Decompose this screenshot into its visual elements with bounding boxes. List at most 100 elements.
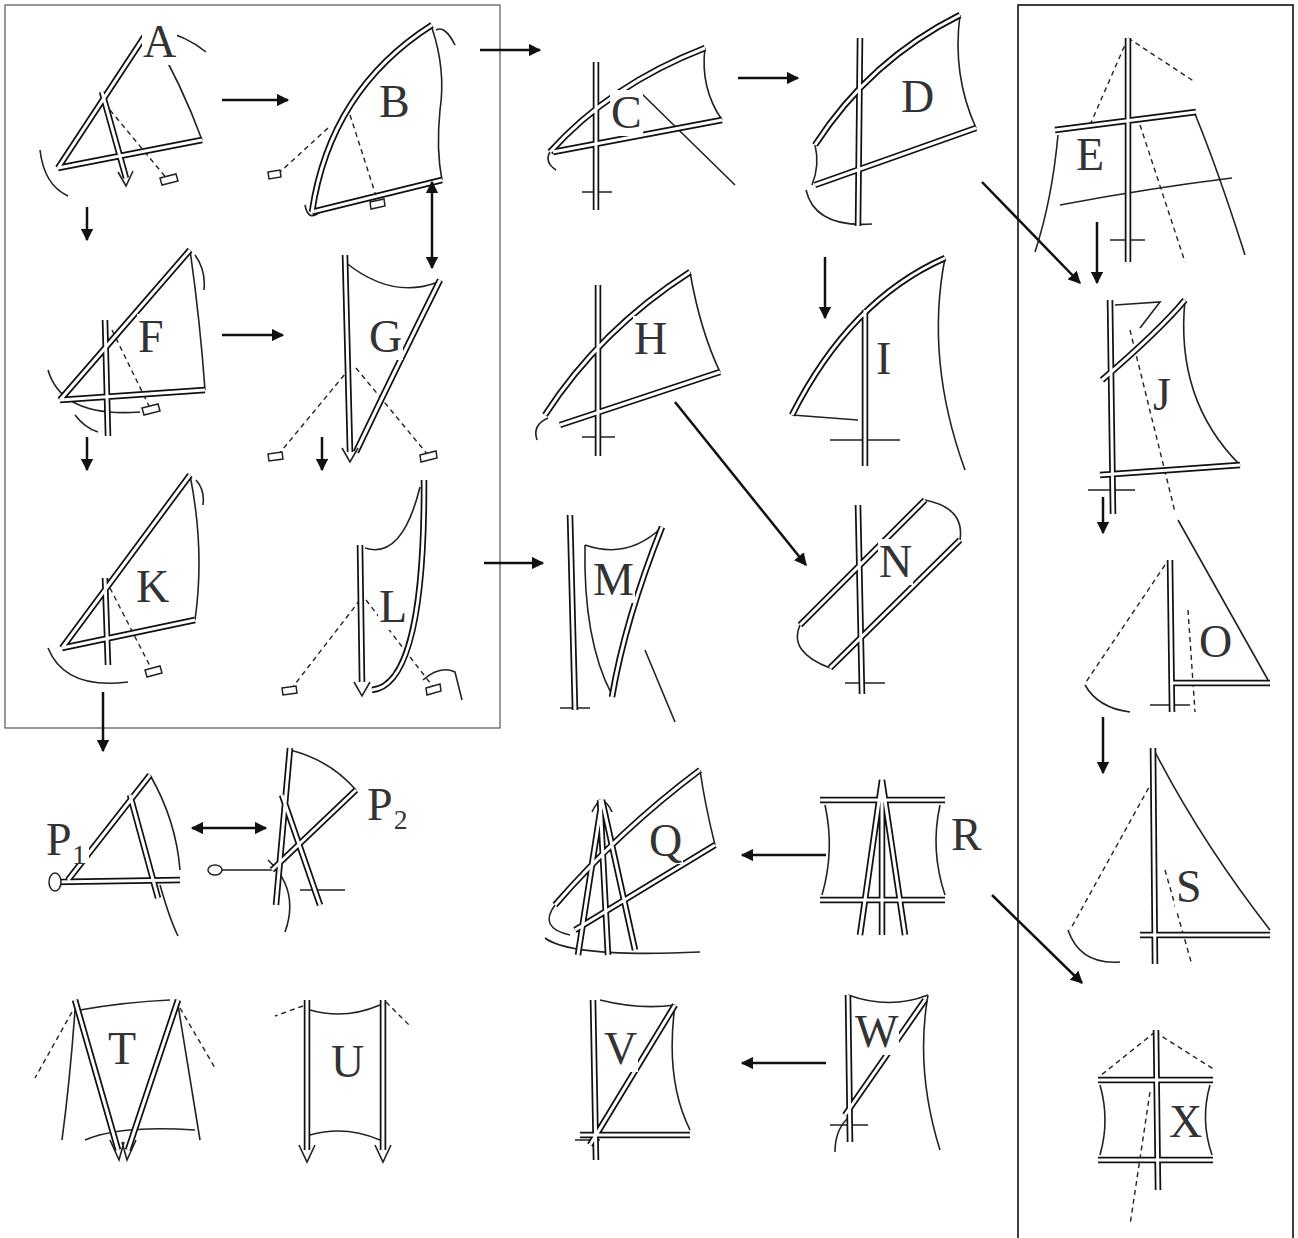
spar-tip [110,171,391,1162]
drawing-stroke [48,475,203,683]
figure-letter: R [950,812,983,858]
evolution-arrow [484,562,543,565]
sail-figure: P₂ [268,740,430,935]
figure-letter: G [368,314,403,360]
drawing-stroke [792,258,965,470]
evolution-arrow [742,854,826,857]
evolution-arrow [742,1062,826,1065]
sail-figure: I [780,320,990,470]
sail-figure: N [808,495,965,700]
figure-letter: C [610,90,643,136]
drawing-stroke [110,1140,136,1160]
drawing-stroke [1130,330,1175,512]
sail-figure: C [542,40,736,220]
figure-letter: H [633,316,668,362]
figure-letter: S [1175,864,1203,910]
figure-letter: P₂ [366,782,410,828]
sail-figure: T [30,990,230,1165]
drawing-stroke [365,487,462,700]
figure-letter: O [1198,619,1233,665]
figure-letter: I [875,336,892,382]
evolution-arrow [738,77,798,80]
sail-figure: P₁ [40,753,190,935]
figure-letter: U [330,1039,365,1085]
figure-letter: N [878,539,913,585]
sail-figure: M [545,520,680,720]
figure-letter: P₁ [45,817,89,863]
drawing-stroke [118,171,133,186]
evolution-arrow [222,99,288,102]
evolution-arrow [992,895,1082,983]
drawing-stroke [35,1008,215,1078]
sail-figure: O [1080,535,1275,715]
drawing-stroke [310,1005,380,1140]
figure-letter: L [378,584,408,630]
figure-letter: X [1168,1099,1203,1145]
figure-letter: E [1075,132,1105,178]
evolution-arrow [824,257,827,318]
sail-figure: K [40,472,220,690]
drawing-stroke [280,115,378,202]
evolution-arrow [1102,717,1105,773]
evolution-arrow [86,437,89,470]
evolution-arrow [675,402,806,565]
drawing-stroke [1090,38,1195,262]
evolution-arrow [321,437,324,470]
evolution-arrow [86,207,89,240]
drawing-stroke [275,1002,410,1026]
drawing-stroke [278,368,428,455]
spar-inner [55,15,1270,1190]
drawing-stroke [345,262,438,288]
evolution-arrow [431,182,434,268]
figure-letter: K [135,564,170,610]
sail-figure: A [40,15,220,205]
drawing-stroke [160,174,178,185]
drawing-stroke [55,15,1270,1190]
sail-figure: D [800,15,980,255]
figure-letter: F [137,314,165,360]
drawing-stroke [536,272,720,440]
evolution-arrow [982,182,1080,283]
drawing-stroke [142,404,160,415]
figure-letter: A [142,19,177,65]
sail-figure: G [285,270,470,435]
sail-figure: L [285,472,482,700]
sail-figure: V [570,985,740,1165]
drawing-stroke [354,682,370,696]
evolution-arrow [102,692,105,751]
figure-letter: T [107,1026,137,1072]
figure-letter: V [603,1026,638,1072]
drawing-stroke [282,684,441,695]
evolution-arrow [192,827,266,830]
sail-figure: E [1030,25,1250,220]
sail-figure: Q [540,760,740,965]
evolution-arrow [222,334,283,337]
drawing-stroke [1086,565,1195,712]
sail-figure: J [1070,285,1245,495]
drawing-stroke [150,775,180,936]
figure-letter: M [592,557,635,603]
figure-letter: D [900,74,935,120]
sail-figure: S [1065,775,1275,970]
sail-figure: B [290,20,478,180]
drawing-stroke [1035,114,1245,255]
evolution-arrow [1096,222,1099,283]
sail-figure: H [530,270,730,400]
sail-outline [40,15,1270,1155]
figure-letter: Q [648,818,683,864]
drawing-stroke [1068,748,1270,962]
evolution-arrow [1102,497,1105,533]
spar-outer [55,15,1270,1190]
sail-figure: X [1075,985,1235,1160]
drawing-stroke [55,15,1270,1190]
sail-figure: R [828,780,990,935]
drawing-stroke [299,1145,391,1162]
drawing-stroke [49,873,61,891]
drawing-stroke [48,250,205,432]
drawing-stroke [208,865,222,875]
figure-letter: W [854,1009,899,1055]
figure-letter: J [1152,372,1172,418]
sail-figure: W [828,985,980,1155]
